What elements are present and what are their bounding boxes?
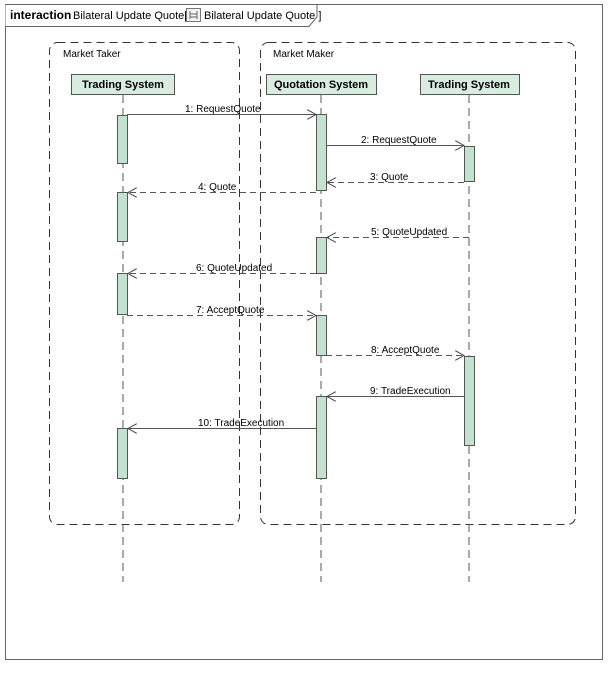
participant-label: Trading System [82, 79, 164, 91]
message-label: 7: AcceptQuote [196, 305, 265, 316]
message-label: 10: TradeExecution [198, 418, 284, 429]
message-label: 4: Quote [198, 182, 237, 193]
message-label: 9: TradeExecution [370, 386, 451, 397]
activation-bar [316, 315, 327, 356]
message-label: 8: AcceptQuote [371, 345, 440, 356]
participant-taker-trading-system: Trading System [71, 74, 175, 95]
frame-name: Bilateral Update Quote[ [73, 10, 187, 22]
activation-bar [316, 114, 327, 191]
message-label: 2: RequestQuote [361, 135, 437, 146]
participant-label: Trading System [428, 79, 510, 91]
message-label: 6: QuoteUpdated [196, 263, 272, 274]
activation-bar [117, 273, 128, 315]
frame-ref-name: Bilateral Update Quote ] [204, 10, 321, 22]
activation-bar [316, 237, 327, 274]
sequence-diagram-icon [186, 8, 201, 22]
message-label: 3: Quote [370, 172, 409, 183]
frame-keyword: interaction [10, 8, 71, 22]
activation-bar [464, 146, 475, 182]
region-market-maker [260, 42, 576, 525]
activation-bar [316, 396, 327, 479]
activation-bar [117, 115, 128, 164]
participant-label: Quotation System [274, 79, 368, 91]
message-label: 1: RequestQuote [185, 104, 261, 115]
message-label: 5: QuoteUpdated [371, 227, 447, 238]
participant-quotation-system: Quotation System [266, 74, 377, 95]
region-label-market-maker: Market Maker [273, 49, 335, 60]
frame-title-tab [5, 4, 318, 27]
region-label-market-taker: Market Taker [63, 49, 121, 60]
activation-bar [464, 356, 475, 446]
participant-maker-trading-system: Trading System [420, 74, 520, 95]
region-market-taker [49, 42, 240, 525]
activation-bar [117, 192, 128, 242]
activation-bar [117, 428, 128, 479]
